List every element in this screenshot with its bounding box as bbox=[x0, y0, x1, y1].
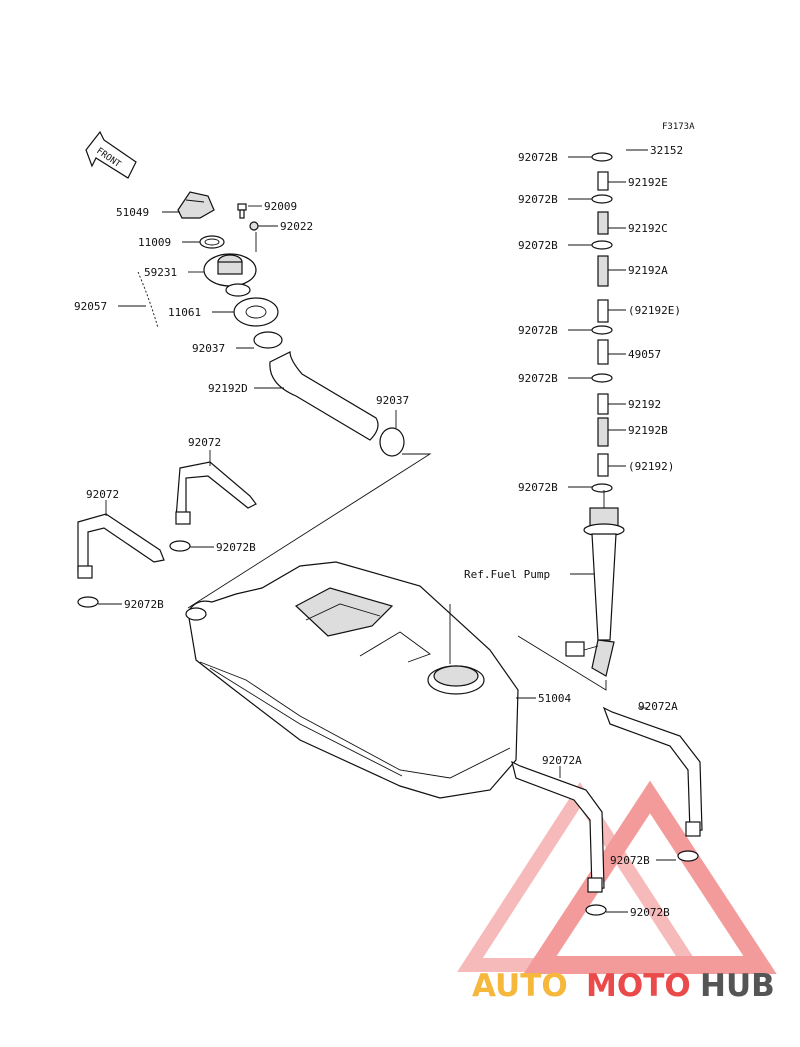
watermark-text: AUTO MOTO HUB bbox=[472, 968, 775, 1004]
tube-92192A-part bbox=[597, 255, 609, 287]
clip-center-2-part bbox=[591, 194, 613, 204]
tube-92192B-part bbox=[597, 417, 609, 447]
fuel-cap-part bbox=[177, 191, 215, 219]
label-92192E-ref: (92192E) bbox=[628, 304, 681, 317]
label-92192E: 92192E bbox=[628, 176, 668, 189]
label-92192-ref: (92192) bbox=[628, 460, 674, 473]
label-92192: 92192 bbox=[628, 398, 661, 411]
gasket-plate-part bbox=[233, 297, 279, 327]
label-92037-upper: 92037 bbox=[192, 342, 225, 355]
o-ring-part bbox=[199, 235, 225, 249]
fuel-tank-part bbox=[185, 561, 519, 799]
label-ref-fuel-pump: Ref.Fuel Pump bbox=[464, 568, 550, 581]
fuel-pump-part bbox=[565, 507, 625, 677]
tube-92192-ref-part bbox=[597, 453, 609, 477]
clip-left-2-part bbox=[77, 596, 99, 608]
connector-49057-part bbox=[597, 339, 609, 365]
label-92072B-c4: 92072B bbox=[518, 324, 558, 337]
watermark-logo-icon bbox=[457, 780, 777, 974]
label-92192B: 92192B bbox=[628, 424, 668, 437]
label-92072B-right-1: 92072B bbox=[610, 854, 650, 867]
tether-strap-part bbox=[137, 271, 159, 329]
clip-left-1-part bbox=[169, 540, 191, 552]
tube-92192-part bbox=[597, 393, 609, 415]
clip-center-1-part bbox=[591, 152, 613, 162]
filler-hose-part bbox=[269, 351, 379, 441]
clip-center-6-part bbox=[591, 483, 613, 493]
label-92072B-c1: 92072B bbox=[518, 151, 558, 164]
label-92072B-left-2: 92072B bbox=[124, 598, 164, 611]
label-51004: 51004 bbox=[538, 692, 571, 705]
clip-right-1-part bbox=[677, 850, 699, 862]
label-92072B-right-2: 92072B bbox=[630, 906, 670, 919]
label-92072B-c5: 92072B bbox=[518, 372, 558, 385]
label-11061: 11061 bbox=[168, 306, 201, 319]
tube-92192E-ref-part bbox=[597, 299, 609, 323]
watermark-hub: HUB bbox=[700, 968, 775, 1004]
tube-92192C-part bbox=[597, 211, 609, 235]
hose-clamp-upper-part bbox=[253, 331, 283, 349]
bolt-part bbox=[237, 203, 247, 219]
label-11009: 11009 bbox=[138, 236, 171, 249]
label-59231: 59231 bbox=[144, 266, 177, 279]
nut-part bbox=[249, 221, 259, 231]
label-92072B-c2: 92072B bbox=[518, 193, 558, 206]
label-92192D: 92192D bbox=[208, 382, 248, 395]
label-92072A-2: 92072A bbox=[542, 754, 582, 767]
label-92072-upper: 92072 bbox=[188, 436, 221, 449]
tank-strap-lower-part bbox=[77, 513, 165, 579]
clip-center-4-part bbox=[591, 325, 613, 335]
hose-clamp-lower-part bbox=[379, 427, 405, 457]
label-92072B-c3: 92072B bbox=[518, 239, 558, 252]
label-92009: 92009 bbox=[264, 200, 297, 213]
tank-strap-upper-part bbox=[175, 461, 257, 525]
label-92057: 92057 bbox=[74, 300, 107, 313]
label-92072-lower: 92072 bbox=[86, 488, 119, 501]
label-92072A-1: 92072A bbox=[638, 700, 678, 713]
clip-right-2-part bbox=[585, 904, 607, 916]
strap-right-2-part bbox=[511, 760, 605, 893]
label-92192A: 92192A bbox=[628, 264, 668, 277]
filler-neck-part bbox=[203, 232, 257, 297]
label-51049: 51049 bbox=[116, 206, 149, 219]
label-49057: 49057 bbox=[628, 348, 661, 361]
watermark-auto: AUTO bbox=[472, 968, 568, 1004]
clip-center-3-part bbox=[591, 240, 613, 250]
label-32152: 32152 bbox=[650, 144, 683, 157]
strap-right-1-part bbox=[602, 706, 703, 837]
watermark-moto: MOTO bbox=[586, 968, 691, 1004]
front-arrow-icon: FRONT bbox=[85, 130, 137, 179]
label-92192C: 92192C bbox=[628, 222, 668, 235]
label-92022: 92022 bbox=[280, 220, 313, 233]
clip-center-5-part bbox=[591, 373, 613, 383]
label-92072B-left-1: 92072B bbox=[216, 541, 256, 554]
label-92037-lower: 92037 bbox=[376, 394, 409, 407]
diagram-code: F3173A bbox=[662, 122, 695, 132]
label-92072B-c6: 92072B bbox=[518, 481, 558, 494]
tube-92192E-part bbox=[597, 171, 609, 191]
